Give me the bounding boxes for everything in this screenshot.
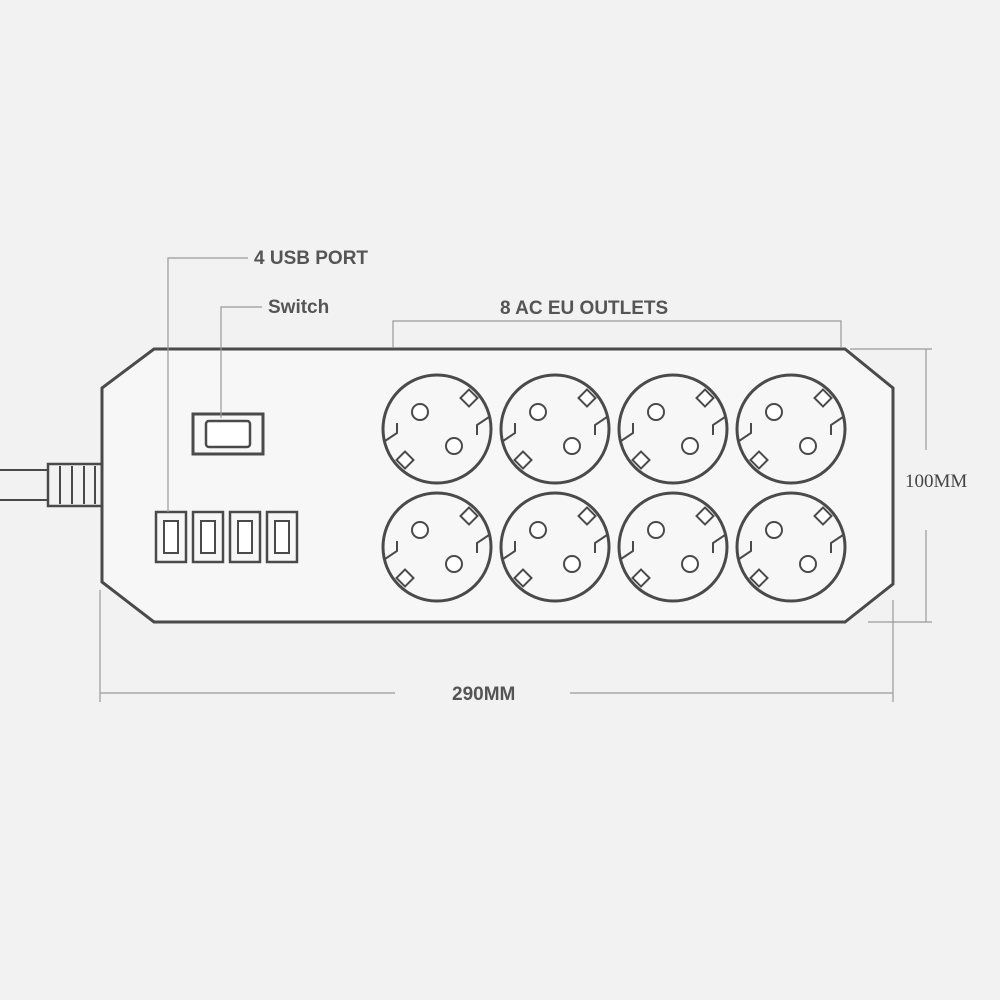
eu-outlet bbox=[381, 491, 493, 603]
power-cord bbox=[0, 462, 104, 508]
usb-port bbox=[228, 510, 262, 564]
dimension-lines bbox=[99, 348, 932, 702]
usb-ports bbox=[154, 510, 299, 564]
eu-outlet bbox=[735, 373, 847, 485]
eu-outlet bbox=[617, 491, 729, 603]
eu-outlet bbox=[381, 373, 493, 485]
leader-lines bbox=[167, 257, 842, 512]
eu-outlet bbox=[499, 373, 611, 485]
width-dimension-label: 290MM bbox=[452, 684, 515, 705]
eu-outlet bbox=[735, 491, 847, 603]
usb-port bbox=[154, 510, 188, 564]
usb-port bbox=[191, 510, 225, 564]
eu-outlet bbox=[617, 373, 729, 485]
rocker-switch bbox=[191, 412, 265, 456]
usb-port-label: 4 USB PORT bbox=[254, 248, 368, 269]
height-dimension-label: 100MM bbox=[905, 471, 967, 492]
switch-label: Switch bbox=[268, 297, 329, 318]
usb-port bbox=[265, 510, 299, 564]
ac-outlets bbox=[381, 373, 847, 603]
outlets-label: 8 AC EU OUTLETS bbox=[500, 298, 668, 319]
eu-outlet bbox=[499, 491, 611, 603]
